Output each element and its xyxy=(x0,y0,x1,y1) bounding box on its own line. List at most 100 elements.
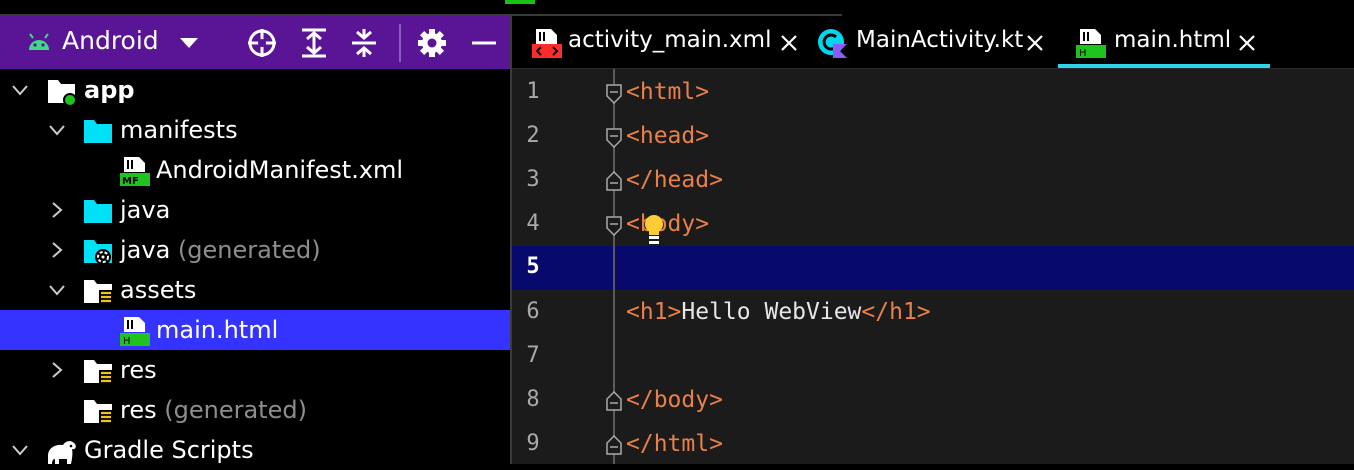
tree-item-androidmanifest[interactable]: MF AndroidManifest.xml xyxy=(0,150,510,190)
tree-item-label: assets xyxy=(120,276,197,304)
line-number: 9 xyxy=(526,431,540,456)
chevron-right-icon[interactable] xyxy=(47,240,67,260)
project-toolbar: Android xyxy=(0,16,510,69)
line-number: 4 xyxy=(526,211,540,236)
tree-item-java[interactable]: java xyxy=(0,190,510,230)
fold-open-icon[interactable] xyxy=(606,84,622,104)
close-icon[interactable] xyxy=(1238,34,1256,52)
tree-item-app[interactable]: app xyxy=(0,70,510,110)
svg-text:H: H xyxy=(123,336,131,346)
code-line[interactable]: 8 </body> xyxy=(512,379,1354,423)
settings-button[interactable] xyxy=(416,27,448,59)
close-icon[interactable] xyxy=(1026,34,1044,52)
tab-label: activity_main.xml xyxy=(568,27,772,53)
fold-close-icon[interactable] xyxy=(606,391,622,411)
resource-folder-icon xyxy=(84,400,112,425)
project-tree: app manifests MF AndroidManifest.xml jav… xyxy=(0,69,510,464)
tab-label: main.html xyxy=(1114,27,1232,53)
manifest-file-icon: MF xyxy=(120,157,150,186)
code-line[interactable]: 7 xyxy=(512,335,1354,379)
code-line[interactable]: 2 <head> xyxy=(512,115,1354,159)
collapse-all-button[interactable] xyxy=(348,27,380,59)
resource-folder-icon xyxy=(84,360,112,385)
tree-item-manifests[interactable]: manifests xyxy=(0,110,510,150)
chevron-down-icon[interactable] xyxy=(10,440,30,460)
gradle-icon xyxy=(48,441,76,464)
lightbulb-icon[interactable] xyxy=(643,214,665,248)
fold-close-icon[interactable] xyxy=(606,171,622,191)
tree-item-label: manifests xyxy=(120,116,238,144)
close-icon[interactable] xyxy=(780,34,798,52)
chevron-down-icon[interactable] xyxy=(178,36,200,50)
tree-item-label: main.html xyxy=(156,316,279,344)
generated-folder-icon xyxy=(84,240,112,265)
tree-item-res-generated[interactable]: res (generated) xyxy=(0,390,510,430)
html-file-icon: H xyxy=(1076,29,1106,58)
hide-panel-button[interactable] xyxy=(468,27,500,59)
tree-item-label: res xyxy=(120,356,157,384)
select-opened-file-button[interactable] xyxy=(246,27,278,59)
code-line-current[interactable]: 5 xyxy=(512,246,1354,290)
code-line[interactable]: 6 <h1>Hello WebView</h1> xyxy=(512,291,1354,335)
pane-divider[interactable] xyxy=(510,16,512,464)
code-editor[interactable]: 1 <html> 2 <head> 3 </head> 4 <body> 5 6… xyxy=(512,69,1354,464)
code-line[interactable]: 1 <html> xyxy=(512,71,1354,115)
tab-activity-main-xml[interactable]: activity_main.xml xyxy=(522,16,807,69)
indent-guide xyxy=(613,69,615,464)
gear-icon xyxy=(418,29,446,57)
code-line[interactable]: 4 <body> xyxy=(512,203,1354,247)
tree-item-res[interactable]: res xyxy=(0,350,510,390)
code-text: </html> xyxy=(626,431,723,457)
chevron-down-icon[interactable] xyxy=(47,120,67,140)
resource-folder-icon xyxy=(84,280,112,305)
line-number: 8 xyxy=(526,387,540,412)
tree-item-main-html[interactable]: H main.html xyxy=(0,310,510,350)
line-number: 5 xyxy=(526,254,540,279)
editor-tabs: activity_main.xml MainActivity.kt H main… xyxy=(512,16,1354,69)
tree-item-label: AndroidManifest.xml xyxy=(156,156,404,184)
module-folder-icon xyxy=(48,80,77,106)
expand-all-button[interactable] xyxy=(298,27,330,59)
top-divider xyxy=(0,14,842,16)
chevron-down-icon[interactable] xyxy=(47,280,67,300)
tree-item-label: Gradle Scripts xyxy=(84,436,254,464)
tab-label: MainActivity.kt xyxy=(856,27,1024,53)
fold-open-icon[interactable] xyxy=(606,216,622,236)
expand-all-icon xyxy=(302,28,326,58)
tree-item-label: java (generated) xyxy=(120,236,321,264)
tree-item-label: res (generated) xyxy=(120,396,307,424)
tabs-border xyxy=(512,68,1354,69)
tree-item-assets[interactable]: assets xyxy=(0,270,510,310)
chevron-right-icon[interactable] xyxy=(47,200,67,220)
chevron-right-icon[interactable] xyxy=(47,360,67,380)
fold-open-icon[interactable] xyxy=(606,128,622,148)
top-status-indicator xyxy=(505,0,535,4)
code-text: <html> xyxy=(626,79,710,105)
project-view-selector[interactable]: Android xyxy=(62,26,159,55)
window-top-strip xyxy=(0,0,1354,16)
tree-item-gradle-scripts[interactable]: Gradle Scripts xyxy=(0,430,510,470)
line-number: 3 xyxy=(526,167,540,192)
svg-text:H: H xyxy=(1079,48,1087,58)
code-text: <head> xyxy=(626,123,710,149)
code-text: </body> xyxy=(626,387,723,413)
line-number: 1 xyxy=(526,79,540,104)
code-text: <h1>Hello WebView</h1> xyxy=(626,299,931,325)
tab-main-html[interactable]: H main.html xyxy=(1058,16,1270,69)
code-line[interactable]: 9 </html> xyxy=(512,423,1354,467)
chevron-down-icon[interactable] xyxy=(10,80,30,100)
fold-close-icon[interactable] xyxy=(606,435,622,455)
target-icon xyxy=(248,29,276,57)
kotlin-class-icon xyxy=(818,29,847,58)
tab-mainactivity-kt[interactable]: MainActivity.kt xyxy=(812,16,1052,69)
tree-item-java-generated[interactable]: java (generated) xyxy=(0,230,510,270)
active-tab-indicator xyxy=(1058,64,1270,69)
line-number: 7 xyxy=(526,343,540,368)
svg-text:MF: MF xyxy=(122,176,139,186)
folder-icon xyxy=(84,200,112,223)
tree-item-label: java xyxy=(120,196,171,224)
line-number: 6 xyxy=(526,299,540,324)
code-line[interactable]: 3 </head> xyxy=(512,159,1354,203)
collapse-all-icon xyxy=(352,29,376,57)
folder-icon xyxy=(84,120,112,143)
